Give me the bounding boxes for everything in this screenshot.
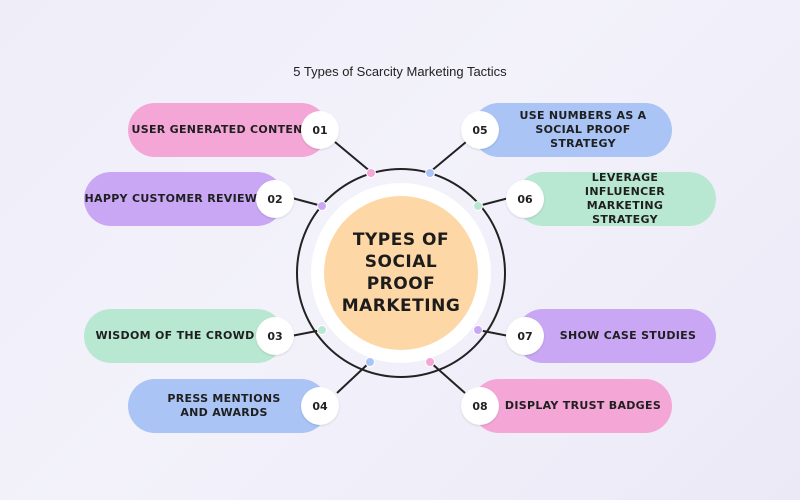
item-02-pill: Happy Customer Reviews	[84, 172, 284, 226]
item-07-dot	[473, 325, 483, 335]
item-05-label: Use Numbers as a Social Proof Strategy	[519, 109, 647, 150]
item-04-dot	[365, 357, 375, 367]
item-06-number: 06	[506, 180, 544, 218]
connector-01	[334, 141, 372, 173]
item-02-label: Happy Customer Reviews	[84, 192, 266, 205]
item-02-dot	[317, 201, 327, 211]
item-03-label: Wisdom of the Crowd	[95, 329, 255, 342]
item-05-number: 05	[461, 111, 499, 149]
item-06-dot	[473, 201, 483, 211]
item-08-pill: Display Trust Badges	[472, 379, 672, 433]
item-08-dot	[425, 357, 435, 367]
item-01-dot	[366, 168, 376, 178]
item-08-label: Display Trust Badges	[504, 399, 662, 412]
item-08-number: 08	[461, 387, 499, 425]
item-06-pill: Leverage Influencer Marketing Strategy	[516, 171, 716, 226]
item-02-number: 02	[256, 180, 294, 218]
connector-05	[429, 141, 467, 173]
item-05-dot	[425, 168, 435, 178]
item-07-number: 07	[506, 317, 544, 355]
item-03-pill: Wisdom of the Crowd	[84, 309, 284, 363]
connector-06	[477, 197, 510, 207]
item-04-label: Press Mentions and Awards	[167, 392, 281, 419]
item-07-pill: Show Case Studies	[516, 309, 716, 363]
item-07-label: Show Case Studies	[559, 329, 697, 342]
item-05-pill: Use Numbers as a Social Proof Strategy	[472, 103, 672, 157]
item-01-number: 01	[301, 111, 339, 149]
item-04-pill: Press Mentions and Awards	[128, 379, 328, 433]
item-01-pill: User Generated Content	[128, 103, 328, 157]
item-06-label: Leverage Influencer Marketing Strategy	[584, 171, 666, 226]
diagram-title: 5 Types of Scarcity Marketing Tactics	[293, 64, 507, 79]
item-01-label: User Generated Content	[131, 123, 311, 136]
item-03-number: 03	[256, 317, 294, 355]
hub-circle: TYPES OF SOCIAL PROOF MARKETING	[324, 196, 478, 350]
hub-label: TYPES OF SOCIAL PROOF MARKETING	[341, 230, 461, 316]
hub-ring	[296, 168, 506, 378]
item-04-number: 04	[301, 387, 339, 425]
item-03-dot	[317, 325, 327, 335]
